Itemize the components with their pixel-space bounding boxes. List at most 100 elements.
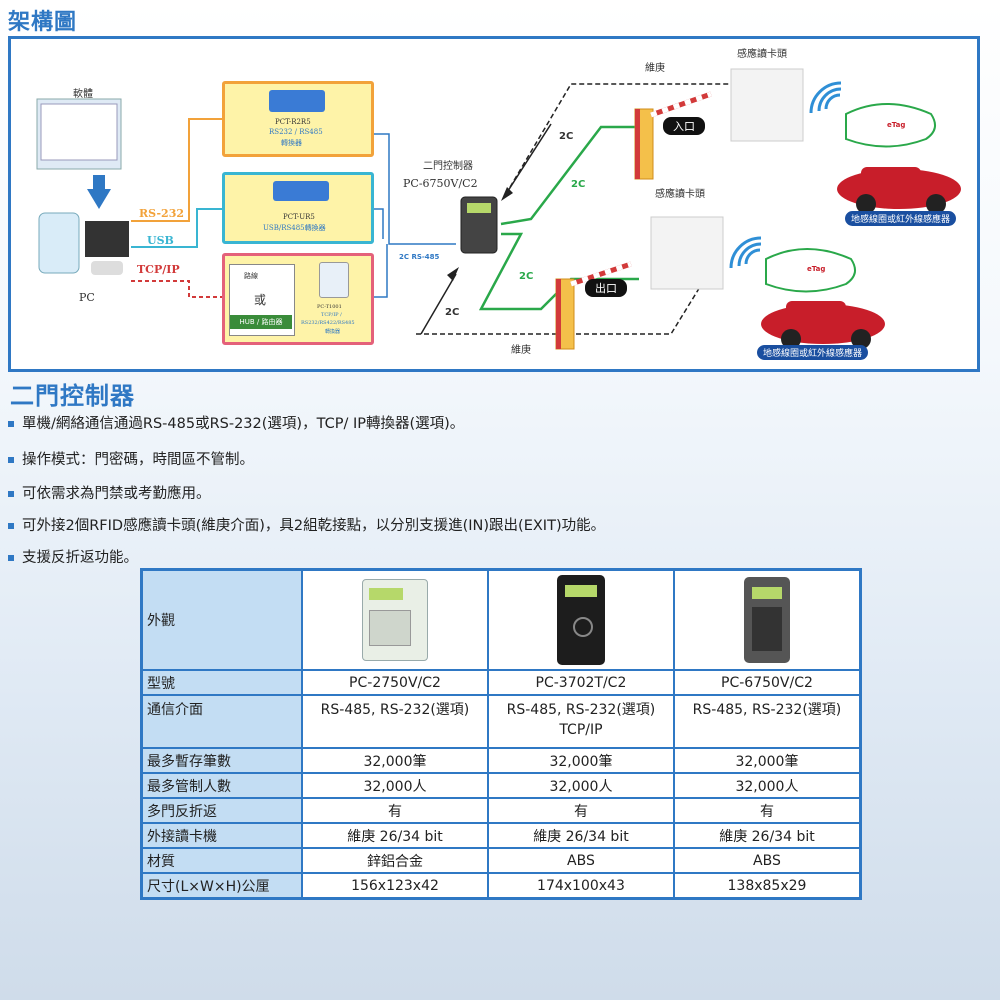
page-title: 架構圖 — [8, 10, 78, 35]
row-label: 尺寸(L×W×H)公厘 — [140, 872, 303, 900]
loop-label-bottom: 地感線圈或紅外線感應器 — [757, 345, 869, 360]
converter-usb-box: PCT-UR5 USB/RS485轉換器 — [222, 172, 374, 244]
cell: PC-2750V/C2 — [301, 669, 489, 696]
cell: 有 — [301, 797, 489, 824]
converter2-desc: USB/RS485轉換器 — [263, 224, 326, 232]
converter3-desc2: RS232/RS422/RS485 — [301, 320, 355, 326]
cell: ABS — [486, 847, 675, 874]
wiegand-bottom-label: 維庚 — [511, 345, 531, 356]
cell: 138x85x29 — [672, 872, 862, 900]
row-label: 最多暫存筆數 — [140, 747, 303, 774]
controller-6750-icon — [743, 577, 790, 663]
table-row: 材質 鋅鋁合金 ABS ABS — [140, 847, 862, 874]
converter1-model: PCT-R2R5 — [275, 118, 311, 126]
cell: 32,000人 — [301, 772, 489, 799]
converter-rs232-box: PCT-R2R5 RS232 / RS485 轉換器 — [222, 81, 374, 157]
controller-model: PC-6750V/C2 — [403, 177, 478, 190]
rs232-label: RS-232 — [139, 207, 185, 220]
wiegand-top-line — [505, 83, 741, 195]
converter3-model: PC-T1001 — [317, 304, 342, 310]
row-label: 外觀 — [140, 568, 303, 671]
router-panel: 路線 或 HUB / 路由器 — [229, 264, 295, 336]
cell: 維庚 26/34 bit — [301, 822, 489, 849]
loop-label-top: 地感線圈或紅外線感應器 — [845, 211, 957, 226]
converter-device-icon — [273, 181, 329, 201]
tcpip-label: TCP/IP — [137, 263, 180, 276]
cell: ABS — [672, 847, 862, 874]
cell: 32,000筆 — [672, 747, 862, 774]
architecture-diagram: 軟體 PC RS-232 USB TCP/IP PCT-R2R5 RS232 /… — [8, 36, 980, 372]
cell: PC-3702T/C2 — [486, 669, 675, 696]
cell: 有 — [672, 797, 862, 824]
row-label: 最多管制人數 — [140, 772, 303, 799]
table-row: 尺寸(L×W×H)公厘 156x123x42 174x100x43 138x85… — [140, 872, 862, 900]
cell: 156x123x42 — [301, 872, 489, 900]
converter3-desc1: TCP/IP / — [321, 312, 342, 318]
reader-mid-label: 感應讀卡頭 — [655, 189, 705, 200]
usb-label: USB — [147, 234, 174, 247]
bus-label: 2C RS-485 — [399, 253, 440, 261]
pc-label: PC — [79, 291, 95, 304]
diagram-lines — [36, 68, 961, 350]
bullet-icon — [8, 457, 14, 463]
tcpip-line — [131, 280, 222, 298]
cell: 維庚 26/34 bit — [486, 822, 675, 849]
hub-label: HUB / 路由器 — [230, 315, 292, 329]
cell: RS-485, RS-232(選項)TCP/IP — [486, 694, 675, 749]
usb-line — [131, 208, 222, 248]
or-label: 或 — [254, 293, 267, 307]
converter3-type: 轉換器 — [325, 329, 341, 335]
cell: 鋅鋁合金 — [301, 847, 489, 874]
cell: 32,000人 — [486, 772, 675, 799]
spec-table: 外觀 型號 PC-2750V/C2 PC-3702T/C2 PC-6750V/C… — [140, 568, 862, 900]
table-row: 外接讀卡機 維庚 26/34 bit 維庚 26/34 bit 維庚 26/34… — [140, 822, 862, 849]
cell: PC-6750V/C2 — [672, 669, 862, 696]
table-row: 最多暫存筆數 32,000筆 32,000筆 32,000筆 — [140, 747, 862, 774]
green-wire-entry — [500, 125, 639, 226]
list-item: 可外接2個RFID感應讀卡頭(維庚介面)，具2組乾接點，以分別支援進(IN)跟出… — [8, 514, 605, 535]
table-row: 型號 PC-2750V/C2 PC-3702T/C2 PC-6750V/C2 — [140, 669, 862, 696]
wire-2c-label: 2C — [445, 307, 460, 318]
bullet-icon — [8, 523, 14, 529]
router-label: 路線 — [244, 272, 258, 280]
table-row: 通信介面 RS-485, RS-232(選項) RS-485, RS-232(選… — [140, 694, 862, 749]
cell: RS-485, RS-232(選項) — [301, 694, 489, 749]
converter1-desc: RS232 / RS485 — [269, 128, 323, 136]
cell: 32,000人 — [672, 772, 862, 799]
cell: RS-485, RS-232(選項) — [672, 694, 862, 749]
converter-tcpip-box: 路線 或 HUB / 路由器 PC-T1001 TCP/IP / RS232/R… — [222, 253, 374, 345]
cell: 有 — [486, 797, 675, 824]
row-label: 通信介面 — [140, 694, 303, 749]
product-image-cell — [486, 568, 675, 671]
wire-2c-label: 2C — [559, 131, 574, 142]
tag-label: eTag — [887, 121, 906, 129]
section-subtitle: 二門控制器 — [10, 382, 135, 410]
controller-2750-icon — [361, 579, 428, 661]
controller-label: 二門控制器 — [423, 161, 473, 172]
tcpip-converter-icon — [319, 262, 349, 298]
cell: 174x100x43 — [486, 872, 675, 900]
tag-label: eTag — [807, 265, 826, 273]
list-item: 單機/網絡通信通過RS-485或RS-232(選項)，TCP/ IP轉換器(選項… — [8, 412, 464, 433]
reader-top-label: 感應讀卡頭 — [737, 49, 787, 60]
row-label: 型號 — [140, 669, 303, 696]
entry-label: 入口 — [663, 117, 705, 135]
wiegand-bottom-line — [416, 268, 712, 335]
exit-label: 出口 — [585, 279, 627, 297]
converter-device-icon — [269, 90, 325, 112]
product-image-cell — [672, 568, 862, 671]
list-item: 支援反折返功能。 — [8, 546, 138, 567]
bullet-icon — [8, 491, 14, 497]
row-label: 多門反折返 — [140, 797, 303, 824]
converter1-type: 轉換器 — [281, 139, 302, 147]
bullet-icon — [8, 421, 14, 427]
cell: 維庚 26/34 bit — [672, 822, 862, 849]
bullet-icon — [8, 555, 14, 561]
list-item: 操作模式：門密碼，時間區不管制。 — [8, 448, 254, 469]
wire-2c-label: 2C — [571, 179, 586, 190]
cell: 32,000筆 — [301, 747, 489, 774]
wiegand-top-label: 維庚 — [645, 63, 665, 74]
product-image-cell — [301, 568, 489, 671]
rs232-line — [131, 118, 222, 222]
wire-2c-label: 2C — [519, 271, 534, 282]
